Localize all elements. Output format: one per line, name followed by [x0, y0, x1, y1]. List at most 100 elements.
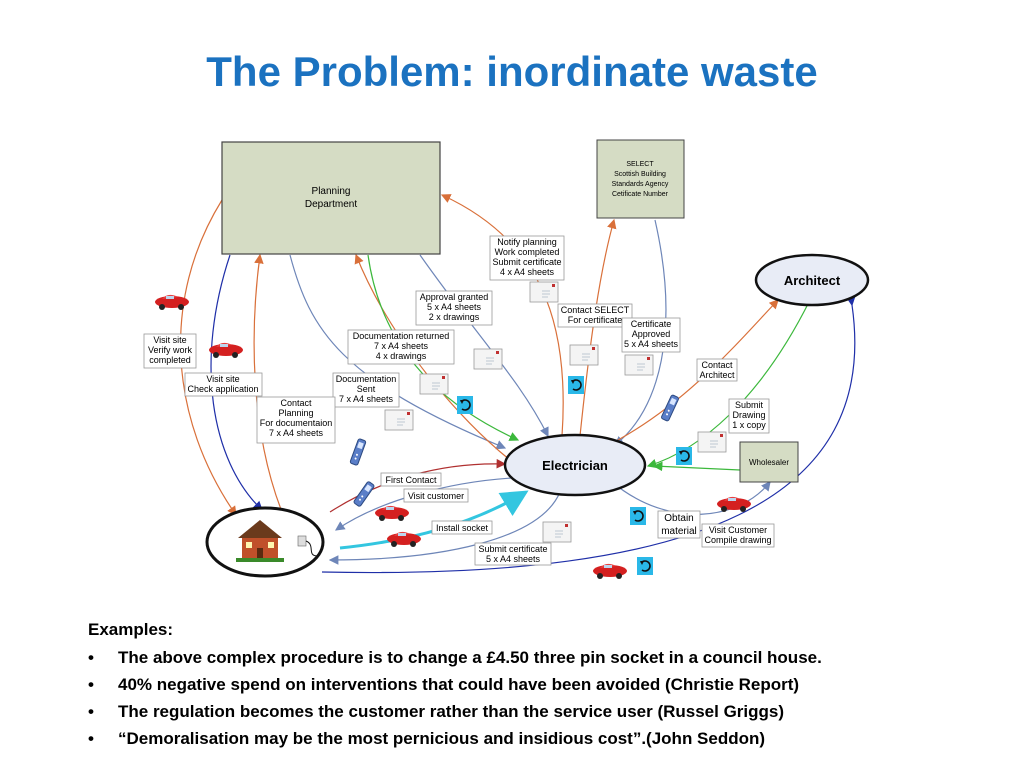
- wholesaler-label: Wholesaler: [749, 458, 789, 467]
- wholesaler-box: Wholesaler: [739, 441, 799, 483]
- svg-text:5 x A4 sheets: 5 x A4 sheets: [624, 339, 679, 349]
- cycle-icon-4: [629, 506, 647, 526]
- arrow-electrician-to-select: [579, 218, 617, 437]
- svg-text:Planning: Planning: [278, 408, 313, 418]
- arrow-planning-to-electrician-1: [289, 254, 507, 450]
- architect-node: Architect: [754, 253, 870, 307]
- phone-icon-2: [352, 480, 376, 508]
- svg-text:Contact: Contact: [280, 398, 312, 408]
- svg-text:Approval granted: Approval granted: [420, 292, 489, 302]
- svg-text:Sent: Sent: [357, 384, 376, 394]
- svg-text:Approved: Approved: [632, 329, 671, 339]
- svg-text:4 x A4 sheets: 4 x A4 sheets: [500, 267, 555, 277]
- car-icon-5: [717, 496, 751, 512]
- document-icon-8: [542, 521, 572, 543]
- document-icon-6: [624, 354, 654, 376]
- svg-text:First Contact: First Contact: [385, 475, 437, 485]
- examples-heading: Examples:: [88, 620, 174, 639]
- svg-text:For certificate: For certificate: [568, 315, 623, 325]
- example-item: 40% negative spend on interventions that…: [88, 671, 988, 698]
- svg-text:5 x A4 sheets: 5 x A4 sheets: [427, 302, 482, 312]
- car-icon-3: [375, 505, 409, 521]
- svg-text:Obtain: Obtain: [664, 513, 693, 524]
- cycle-icon-5: [636, 556, 654, 576]
- arrow-wholesaler-to-electrician: [652, 461, 741, 472]
- document-icon-4: [384, 409, 414, 431]
- label-submit-drawing: Submit Drawing 1 x copy: [728, 398, 770, 434]
- label-obtain-material: Obtain material: [657, 510, 701, 539]
- house-icon: [236, 520, 284, 562]
- svg-text:completed: completed: [149, 355, 191, 365]
- svg-text:7 x A4 sheets: 7 x A4 sheets: [374, 341, 429, 351]
- svg-text:Compile drawing: Compile drawing: [704, 535, 771, 545]
- label-visit-customer: Visit customer: [403, 488, 469, 503]
- examples-list: The above complex procedure is to change…: [88, 644, 988, 752]
- svg-text:7 x A4 sheets: 7 x A4 sheets: [269, 428, 324, 438]
- phone-icon-3: [660, 394, 680, 422]
- arrow-architect-to-house: [321, 296, 856, 574]
- electrician-node: Electrician: [503, 433, 647, 497]
- svg-text:Contact SELECT: Contact SELECT: [561, 305, 630, 315]
- svg-text:Submit certificate: Submit certificate: [478, 544, 547, 554]
- document-icon-1: [529, 281, 559, 303]
- document-icon-3: [419, 373, 449, 395]
- svg-text:material: material: [661, 526, 697, 537]
- svg-text:Documentation: Documentation: [336, 374, 397, 384]
- planning-line-2: Department: [305, 199, 357, 210]
- slide-title: The Problem: inordinate waste: [206, 48, 818, 95]
- planning-line-1: Planning: [312, 186, 351, 197]
- svg-text:Check application: Check application: [187, 384, 258, 394]
- arrow-electrician-to-wholesaler: [611, 481, 771, 515]
- svg-text:Contact: Contact: [701, 360, 733, 370]
- select-line-3: Standards Agency: [612, 181, 669, 188]
- cycle-icon-1: [456, 395, 474, 415]
- svg-text:Notify planning: Notify planning: [497, 237, 557, 247]
- process-diagram: Planning Department SELECT Scottish Buil…: [143, 139, 870, 579]
- select-line-2: Scottish Building: [614, 171, 666, 178]
- document-icon-7: [697, 431, 727, 453]
- electrician-label: Electrician: [542, 458, 608, 473]
- svg-text:2 x drawings: 2 x drawings: [429, 312, 480, 322]
- label-visit-verify: Visit site Verify work completed: [143, 333, 197, 369]
- select-line-1: SELECT: [626, 161, 654, 168]
- label-first-contact: First Contact: [380, 472, 442, 487]
- socket-plug-icon: [297, 535, 319, 557]
- svg-text:Visit site: Visit site: [153, 335, 186, 345]
- svg-text:7 x A4 sheets: 7 x A4 sheets: [339, 394, 394, 404]
- cycle-icon-3: [675, 446, 693, 466]
- phone-icon-1: [349, 437, 367, 467]
- arrow-planning-to-house-blue: [210, 254, 263, 511]
- car-icon-2: [209, 342, 243, 358]
- cycle-icon-2: [567, 375, 585, 395]
- document-icon-5: [569, 344, 599, 366]
- svg-text:Architect: Architect: [699, 370, 735, 380]
- label-contact-architect: Contact Architect: [696, 358, 738, 382]
- svg-text:Certificate: Certificate: [631, 319, 672, 329]
- document-icon-2: [473, 348, 503, 370]
- svg-text:Documentation returned: Documentation returned: [353, 331, 450, 341]
- label-approval-granted: Approval granted 5 x A4 sheets 2 x drawi…: [415, 290, 493, 326]
- svg-text:Visit Customer: Visit Customer: [709, 525, 767, 535]
- label-certificate-approved: Certificate Approved 5 x A4 sheets: [621, 317, 681, 353]
- select-box: SELECT Scottish Building Standards Agenc…: [596, 139, 685, 219]
- label-contact-planning: Contact Planning For documentaion 7 x A4…: [256, 396, 336, 444]
- svg-text:5 x A4 sheets: 5 x A4 sheets: [486, 554, 541, 564]
- example-item: The above complex procedure is to change…: [88, 644, 988, 671]
- architect-label: Architect: [784, 273, 841, 288]
- svg-text:Verify work: Verify work: [148, 345, 193, 355]
- car-icon-6: [593, 563, 627, 579]
- planning-department-box: Planning Department: [221, 141, 441, 255]
- label-submit-certificate: Submit certificate 5 x A4 sheets: [474, 542, 552, 566]
- label-visit-check: Visit site Check application: [184, 372, 263, 397]
- select-line-4: Cetificate Number: [612, 191, 669, 198]
- svg-text:Drawing: Drawing: [732, 410, 765, 420]
- examples-section: Examples: The above complex procedure is…: [88, 620, 988, 752]
- example-item: “Demoralisation may be the most pernicio…: [88, 725, 988, 752]
- example-item: The regulation becomes the customer rath…: [88, 698, 988, 725]
- label-notify-planning: Notify planning Work completed Submit ce…: [489, 235, 565, 281]
- customer-house-node: [205, 506, 325, 578]
- svg-text:For documentaion: For documentaion: [260, 418, 333, 428]
- svg-text:Install socket: Install socket: [436, 523, 489, 533]
- svg-text:Submit certificate: Submit certificate: [492, 257, 561, 267]
- svg-text:Work completed: Work completed: [495, 247, 560, 257]
